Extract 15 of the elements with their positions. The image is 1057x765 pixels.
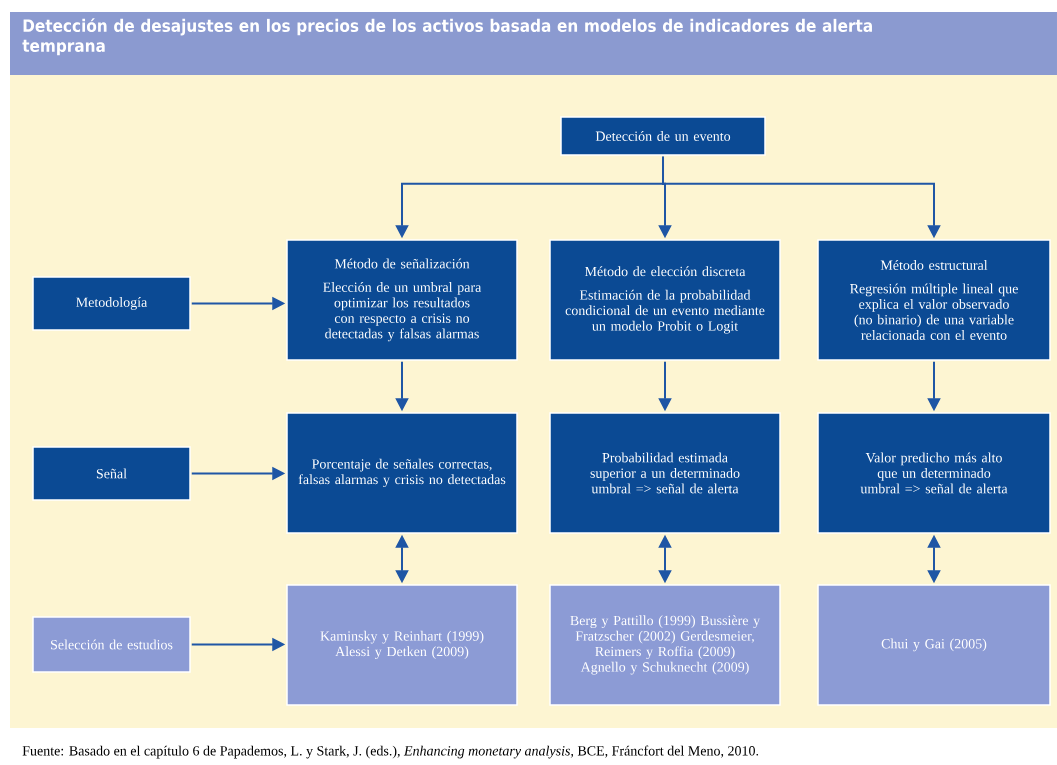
process-box: Probabilidad estimada superior a un determinado umbral => señal de alerta [549, 412, 781, 534]
study-box: Kaminsky y Reinhart (1999) Alessi y Detken (2009) [286, 584, 518, 706]
process-box: Método de señalización Elección de un umbral para optimizar los resultados con respecto a crisis no detectadas y falsas alarmas [286, 239, 518, 361]
process-box: Metodología [32, 276, 191, 331]
title-banner: Detección de desajustes en los precios de los activos basada en modelos de indicadores de alerta temprana [10, 12, 1057, 75]
process-box: Señal [32, 446, 191, 501]
process-box: Método de elección discreta Estimación de la probabilidad condicional de un evento mediante un modelo Probit o Logit [549, 239, 781, 361]
study-box: Selección de estudios [32, 616, 191, 673]
study-box: Chui y Gai (2005) [817, 584, 1051, 706]
process-box: Detección de un evento [560, 116, 766, 156]
process-box: Valor predicho más alto que un determinado umbral => señal de alerta [817, 412, 1051, 534]
source-note: Fuente: Basado en el capítulo 6 de Papademos, L. y Stark, J. (eds.), Enhancing monetary analysis, BCE, Fráncfort del Meno, 2010. [22, 745, 759, 759]
study-box: Berg y Pattillo (1999) Bussière y Fratzscher (2002) Gerdesmeier, Reimers y Roffia (2009) Agnello y Schuknecht (2009) [549, 584, 781, 706]
process-box: Porcentaje de señales correctas, falsas alarmas y crisis no detectadas [286, 412, 518, 534]
process-box: Método estructural Regresión múltiple lineal que explica el valor observado (no binario) de una variable relacionada con el evento [817, 239, 1051, 361]
